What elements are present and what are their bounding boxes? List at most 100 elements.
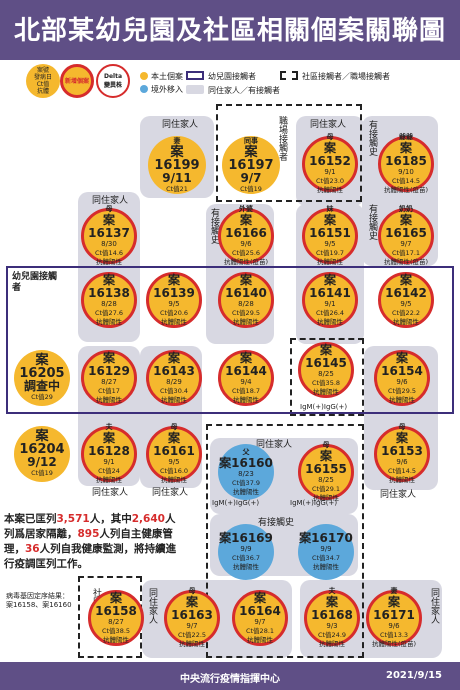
case-ct-value: Ct值29.1 bbox=[311, 485, 341, 493]
sequencing-note: 病毒基因定序結果： 案16158、案16160 bbox=[6, 592, 72, 609]
case-id: 案16143 bbox=[153, 350, 195, 378]
case-relation: 外婆 bbox=[239, 205, 253, 213]
case-ct-value: Ct值25.6 bbox=[231, 249, 261, 257]
case-id: 案16158 bbox=[95, 590, 137, 618]
case-ct-value: Ct值27.6 bbox=[94, 308, 124, 317]
kindergarten-label: 幼兒園接觸者 bbox=[12, 272, 58, 293]
case-ct-value: Ct值24.9 bbox=[317, 631, 347, 639]
case-onset-date: 調查中 bbox=[23, 379, 60, 393]
footer-org: 中央流行疫情指揮中心 bbox=[180, 674, 280, 685]
case-antibody: 抗體陽性 bbox=[313, 563, 339, 571]
case-id: 案16199 bbox=[154, 144, 200, 173]
case-ct-value: Ct值28.1 bbox=[245, 626, 275, 635]
case-antibody: 抗體陽性 bbox=[233, 563, 259, 571]
case-ct-value: Ct值18.7 bbox=[231, 386, 261, 395]
case-ct-value: Ct值17 bbox=[98, 386, 120, 395]
label-contact-history-4: 有接觸史 bbox=[258, 518, 295, 528]
case-relation: 妻 bbox=[390, 587, 398, 595]
case-ct-value: Ct值17.1 bbox=[391, 249, 421, 257]
case-onset-date: 8/25 bbox=[318, 476, 334, 484]
case-onset-date: 8/30 bbox=[101, 240, 117, 248]
case-relation: 同事 bbox=[244, 136, 258, 145]
case-ct-value: Ct值38.5 bbox=[101, 626, 131, 635]
case-ct-value: Ct值34.7 bbox=[311, 554, 341, 562]
case-ct-value: Ct值35.8 bbox=[311, 378, 341, 387]
case-ct-value: Ct值19 bbox=[31, 469, 53, 477]
case-onset-date: 9/10 bbox=[398, 168, 414, 176]
label-workplace: 職場接觸者 bbox=[277, 116, 287, 161]
legend-community: 社區接觸者／職場接觸者 bbox=[302, 72, 390, 81]
case-onset-date: 9/1 bbox=[103, 458, 115, 466]
legend-household: 同住家人／有接觸者 bbox=[208, 86, 280, 95]
case-antibody: 抗體陽性 bbox=[317, 258, 343, 266]
case-antibody: 抗體陽性 bbox=[179, 640, 205, 648]
label-igm-16155: IgM(+)IgG(+) bbox=[290, 499, 338, 507]
case-id: 案16204 bbox=[19, 429, 65, 457]
case-relation: 母 bbox=[326, 133, 334, 141]
case-onset-date: 9/1 bbox=[324, 168, 336, 176]
case-onset-date: 9/9 bbox=[240, 545, 252, 553]
label-household-5: 同住家人 bbox=[152, 488, 189, 498]
case-ct-value: Ct值26.4 bbox=[315, 308, 345, 317]
case-id: 案16161 bbox=[153, 431, 195, 458]
case-relation: 母 bbox=[188, 587, 196, 595]
case-relation: 母 bbox=[105, 205, 113, 213]
case-onset-date: 9/7 bbox=[254, 617, 266, 626]
page-title: 北部某幼兒園及社區相關個案關聯圖 bbox=[13, 16, 446, 46]
case-onset-date: 9/5 bbox=[400, 299, 412, 308]
imported-dot-icon bbox=[140, 85, 148, 93]
legend-new-case: 新增個案 bbox=[60, 64, 94, 98]
case-ct-value: Ct值14.5 bbox=[391, 177, 421, 185]
case-relation: 夫 bbox=[105, 423, 113, 431]
case-antibody: 抗體陽性 bbox=[317, 317, 343, 326]
case-id: 案16145 bbox=[305, 342, 347, 370]
case-antibody: 抗體陽性 bbox=[103, 635, 129, 644]
label-contact-history-1: 有接觸史 bbox=[367, 120, 377, 156]
case-relation: 妻 bbox=[173, 136, 181, 145]
case-ct-value: Ct值36.7 bbox=[231, 554, 261, 562]
case-id: 案16140 bbox=[225, 272, 267, 300]
case-onset-date: 9/3 bbox=[326, 622, 338, 630]
case-id: 案16171 bbox=[373, 595, 415, 622]
case-relation: 奶奶 bbox=[399, 205, 413, 213]
case-onset-date: 8/23 bbox=[238, 469, 254, 478]
case-ct-value: Ct值29.5 bbox=[387, 386, 417, 395]
case-id: 案16152 bbox=[309, 141, 351, 168]
case-antibody: 抗體陽性 bbox=[161, 317, 187, 326]
legend-sample-circle: 案號 發病日 Ct值 抗體 bbox=[26, 64, 60, 98]
case-onset-date: 8/27 bbox=[101, 377, 117, 386]
community-contact-box-16145 bbox=[290, 338, 364, 416]
case-id: 案16154 bbox=[381, 350, 423, 378]
case-antibody: 抗體陽性 bbox=[161, 476, 187, 484]
case-relation: 夫 bbox=[328, 587, 336, 595]
local-dot-icon bbox=[140, 72, 148, 80]
case-id: 案16153 bbox=[381, 431, 423, 458]
case-id: 案16139 bbox=[153, 272, 195, 300]
case-ct-value: Ct值20.6 bbox=[159, 308, 189, 317]
label-household-1: 同住家人 bbox=[162, 120, 199, 130]
case-id: 案16185 bbox=[385, 141, 427, 168]
case-onset-date: 9/5 bbox=[324, 240, 336, 248]
case-onset-date: 9/6 bbox=[388, 622, 400, 630]
case-onset-date: 9/1 bbox=[324, 299, 336, 308]
workplace-contact-box bbox=[216, 104, 362, 202]
case-onset-date: 9/5 bbox=[168, 458, 180, 466]
case-id: 案16141 bbox=[309, 272, 351, 300]
case-id: 案16144 bbox=[225, 350, 267, 378]
legend-kindergarten: 幼兒園接觸者 bbox=[208, 72, 256, 81]
case-ct-value: Ct值19.7 bbox=[315, 249, 345, 257]
case-ct-value: Ct值23.0 bbox=[315, 177, 345, 185]
